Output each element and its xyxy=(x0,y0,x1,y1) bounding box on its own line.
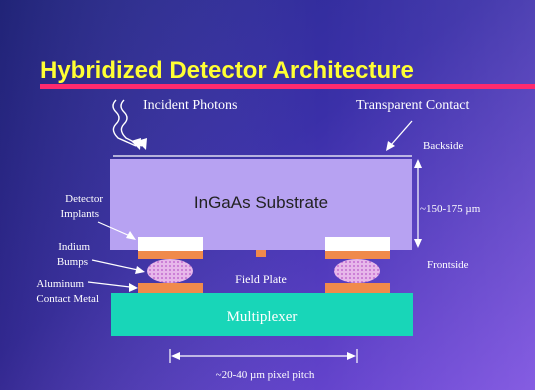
right-aluminum-contact xyxy=(325,283,390,293)
field-plate-label: Field Plate xyxy=(235,272,287,286)
detector-implants-pointer xyxy=(97,221,131,237)
detector-implants-label-line2: Implants xyxy=(61,208,100,220)
pitch-arrow-left xyxy=(171,352,180,360)
multiplexer-label: Multiplexer xyxy=(227,309,298,325)
detector-implants-arrowhead xyxy=(126,231,136,240)
left-implant-contact xyxy=(138,251,203,259)
pitch-arrow-right xyxy=(347,352,356,360)
right-detector-implant xyxy=(325,237,390,251)
right-indium-bump xyxy=(334,259,380,283)
transparent-contact-pointer xyxy=(390,120,413,146)
aluminum-contact-arrowhead xyxy=(129,283,138,292)
left-indium-bump xyxy=(147,259,193,283)
ingaas-substrate xyxy=(110,159,412,250)
substrate-label: InGaAs Substrate xyxy=(194,193,328,212)
aluminum-contact-pointer xyxy=(87,281,131,288)
thickness-arrow-top xyxy=(414,159,422,168)
field-plate xyxy=(256,250,266,257)
left-detector-implant xyxy=(138,237,203,251)
transparent-contact-label: Transparent Contact xyxy=(356,98,470,113)
transparent-contact-arrowhead xyxy=(386,141,395,151)
multiplexer xyxy=(111,293,413,336)
slide-title: Hybridized Detector Architecture xyxy=(40,57,414,84)
aluminum-contact-label-line2: Contact Metal xyxy=(36,293,99,305)
detector-implants-label-line1: Detector xyxy=(65,193,103,205)
left-aluminum-contact xyxy=(138,283,203,293)
backside-label: Backside xyxy=(423,140,463,152)
indium-bumps-arrowhead xyxy=(135,266,145,274)
right-implant-contact xyxy=(325,251,390,259)
title-underline xyxy=(40,84,535,89)
indium-bumps-label-line2: Bumps xyxy=(57,256,88,268)
indium-bumps-label-line1: Indium xyxy=(58,241,90,253)
photon-arrowheads xyxy=(131,138,147,150)
incident-photons-label: Incident Photons xyxy=(143,98,238,113)
aluminum-contact-label-line1: Aluminum xyxy=(36,278,84,290)
frontside-label: Frontside xyxy=(427,259,469,271)
thickness-label: ~150-175 µm xyxy=(420,203,481,215)
indium-bumps-pointer xyxy=(91,259,139,271)
thickness-arrow-bottom xyxy=(414,239,422,248)
incident-photons-arrows xyxy=(112,99,143,147)
pixel-pitch-label: ~20-40 µm pixel pitch xyxy=(216,369,315,381)
